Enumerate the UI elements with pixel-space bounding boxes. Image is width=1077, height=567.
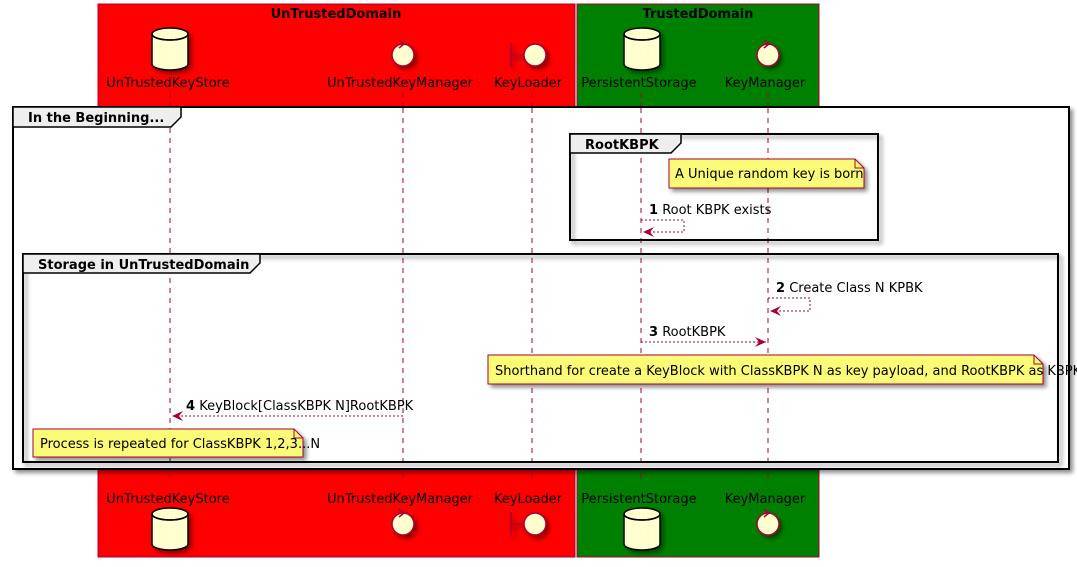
message-label: 2 Create Class N KPBK — [776, 281, 923, 296]
participant-keymanager-bottom: KeyManager — [725, 492, 806, 536]
boundary-icon — [510, 512, 547, 536]
svg-text:PersistentStorage: PersistentStorage — [581, 76, 696, 91]
control-icon — [756, 39, 780, 67]
group-label: In the Beginning... — [28, 111, 164, 126]
control-icon — [391, 508, 415, 536]
message-label: 3 RootKBPK — [649, 325, 726, 340]
participant-keyloader-bottom: KeyLoader — [494, 492, 563, 536]
group-label: RootKBPK — [585, 138, 660, 153]
message-arrow — [768, 297, 811, 316]
svg-text:UnTrustedKeyManager: UnTrustedKeyManager — [327, 492, 474, 507]
svg-text:KeyManager: KeyManager — [725, 492, 806, 507]
boundary-icon — [510, 43, 547, 67]
trusted-domain-title: TrustedDomain — [643, 7, 754, 22]
note-random-key — [668, 158, 865, 189]
participant-persistentstorage-bottom: PersistentStorage — [581, 492, 697, 551]
group-in-the-beginning: In the Beginning... — [12, 106, 1070, 470]
svg-text:UnTrustedKeyStore: UnTrustedKeyStore — [106, 492, 229, 507]
participant-keyloader-top: KeyLoader — [494, 43, 563, 91]
group-storage-in-untrusteddomain: Storage in UnTrustedDomain — [22, 253, 1059, 463]
svg-text:KeyManager: KeyManager — [725, 76, 806, 91]
database-icon — [623, 27, 661, 71]
note-text: Process is repeated for ClassKBPK 1,2,3.… — [40, 437, 320, 452]
svg-text:UnTrustedKeyStore: UnTrustedKeyStore — [106, 76, 229, 91]
note-process-repeated — [32, 428, 304, 458]
participant-untrustedkeystore-top: UnTrustedKeyStore — [106, 27, 230, 91]
message-3: 3 RootKBPK — [641, 325, 766, 347]
participant-untrustedkeymanager-bottom: UnTrustedKeyManager — [327, 492, 474, 536]
svg-text:PersistentStorage: PersistentStorage — [581, 492, 696, 507]
message-arrow — [641, 219, 685, 237]
message-label: 1 Root KBPK exists — [649, 203, 772, 218]
message-4: 4 KeyBlock[ClassKBPK N]RootKBPK — [172, 399, 414, 421]
svg-text:KeyLoader: KeyLoader — [494, 492, 563, 507]
group-label: Storage in UnTrustedDomain — [38, 258, 249, 273]
message-2: 2 Create Class N KPBK — [768, 281, 923, 316]
database-icon — [623, 507, 661, 551]
database-icon — [151, 507, 189, 551]
group-rootkbpk: RootKBPK — [569, 133, 879, 241]
participant-untrustedkeymanager-top: UnTrustedKeyManager — [327, 39, 474, 91]
participant-persistentstorage-top: PersistentStorage — [581, 27, 697, 91]
database-icon — [151, 27, 189, 71]
svg-text:KeyLoader: KeyLoader — [494, 76, 563, 91]
svg-text:UnTrustedKeyManager: UnTrustedKeyManager — [327, 76, 474, 91]
control-icon — [756, 508, 780, 536]
participant-keymanager-top: KeyManager — [725, 39, 806, 91]
participant-untrustedkeystore-bottom: UnTrustedKeyStore — [106, 492, 230, 551]
control-icon — [391, 39, 415, 67]
note-text: Shorthand for create a KeyBlock with Cla… — [495, 364, 1077, 379]
untrusted-domain-title: UnTrustedDomain — [271, 7, 402, 22]
message-1: 1 Root KBPK exists — [641, 203, 772, 237]
message-label: 4 KeyBlock[ClassKBPK N]RootKBPK — [186, 399, 414, 414]
note-shorthand — [487, 354, 1044, 385]
note-text: A Unique random key is born — [675, 167, 864, 182]
